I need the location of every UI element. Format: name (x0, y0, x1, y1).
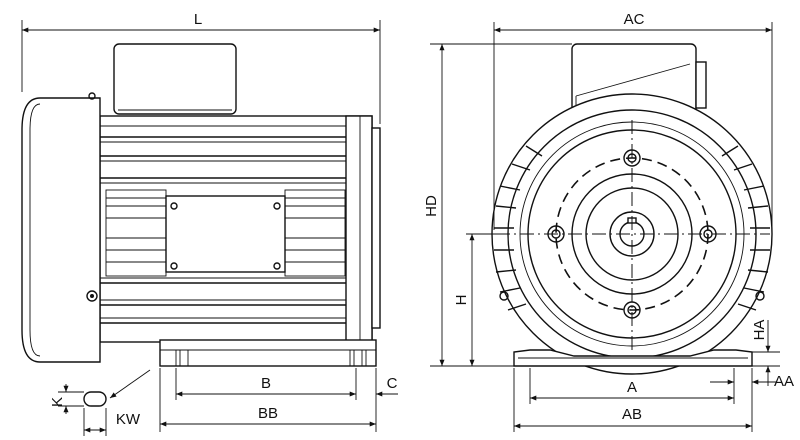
dim-label-L: L (194, 11, 202, 28)
dim-label-B: B (261, 375, 271, 392)
side-dimensions: L B C BB K KW (21, 11, 398, 436)
foot-plate-side (165, 195, 286, 273)
shaft-key (83, 369, 151, 407)
side-view (21, 43, 381, 407)
front-view (491, 43, 773, 375)
dim-label-KW: KW (116, 411, 141, 428)
dim-label-K: K (49, 397, 66, 407)
base-foot-side (159, 339, 377, 367)
terminal-box-side (113, 43, 237, 115)
fan-cover (21, 92, 101, 363)
drive-end-flange (345, 115, 381, 343)
dim-label-AB: AB (622, 406, 642, 423)
dim-label-BB: BB (258, 405, 278, 422)
base-feet-front (513, 349, 753, 367)
dim-label-C: C (387, 375, 398, 392)
dim-label-HD: HD (423, 195, 440, 217)
dim-label-A: A (627, 379, 637, 396)
dim-label-AC: AC (624, 11, 645, 28)
dim-label-AA: AA (774, 373, 794, 390)
dim-label-H: H (453, 295, 470, 306)
fins-front (494, 145, 770, 311)
dim-label-HA: HA (751, 320, 768, 341)
front-dimensions: AC HD H HA A AA AB (423, 11, 794, 432)
